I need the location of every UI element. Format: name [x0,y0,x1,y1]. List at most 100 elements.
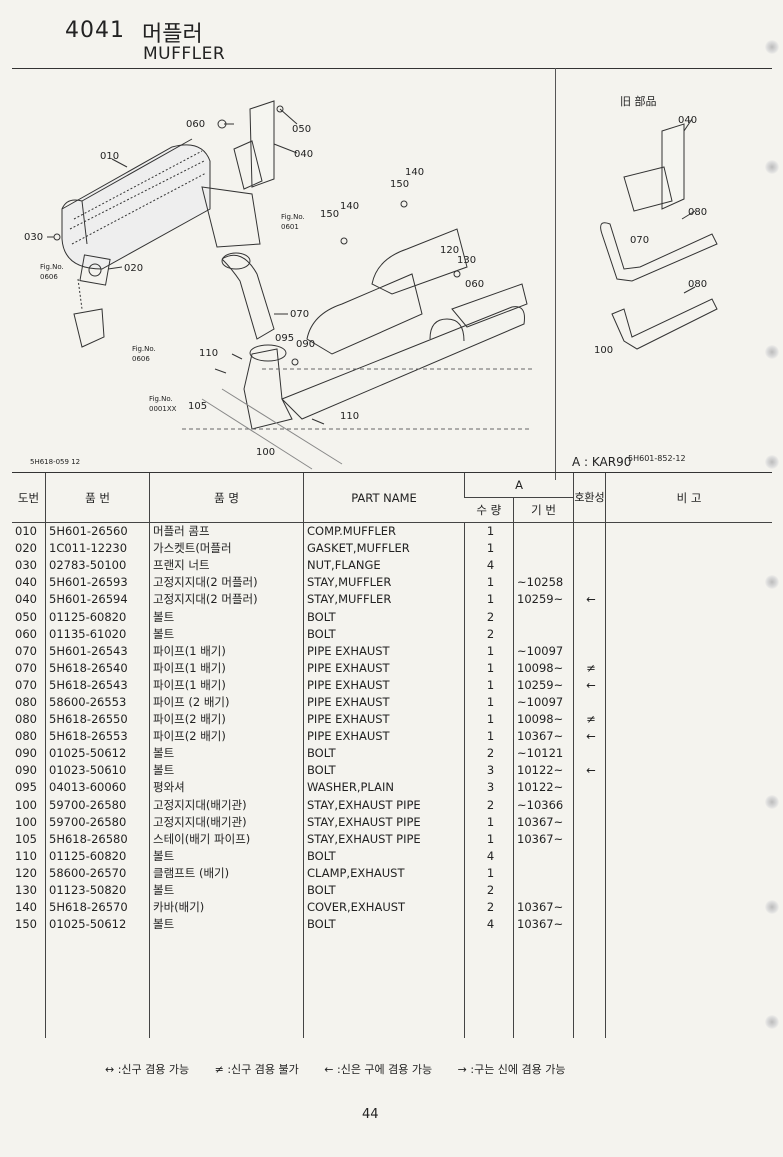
serial-range [513,864,574,882]
quantity: 2 [464,608,514,626]
name-english: BOLT [303,881,465,900]
svg-text:010: 010 [100,151,119,162]
name-english: BOLT [303,608,465,626]
page-number: 44 [362,1107,379,1122]
part-number: 01025-50612 [45,916,150,934]
part-number: 04013-60060 [45,779,150,797]
serial-range [513,625,574,643]
serial-range: 10367~ [513,813,574,831]
note-cell [605,762,772,780]
item-number: 110 [15,848,37,863]
legend-old-new: → :구는 신에 겸용 가능 [457,1063,566,1076]
serial-range [513,522,574,541]
header-note: 비 고 [605,472,772,523]
compat-mark [573,881,606,900]
part-number: 01135-61020 [45,625,150,643]
compat-mark: ← [573,728,606,746]
svg-text:Fig.No.: Fig.No. [281,213,305,221]
serial-range: ~10258 [513,574,574,592]
quantity: 3 [464,762,514,780]
compat-mark [573,625,606,643]
quantity: 1 [464,642,514,660]
name-korean: 파이프(1 배기) [149,659,304,677]
item-number: 080 [15,694,37,709]
compat-mark [573,693,606,712]
compatibility-legend: ↔ :신구 겸용 가능 ≠ :신구 겸용 불가 ← :신은 구에 겸용 가능 →… [105,1061,588,1077]
svg-text:5H618-059 12: 5H618-059 12 [30,458,80,466]
quantity: 2 [464,745,514,763]
name-korean: 볼트 [149,745,304,763]
name-korean: 평와셔 [149,779,304,797]
name-english: BOLT [303,625,465,643]
note-cell [605,916,772,934]
note-cell [605,574,772,592]
compat-mark [573,847,606,865]
part-number: 01125-60820 [45,847,150,865]
quantity: 1 [464,659,514,677]
name-english: WASHER,PLAIN [303,779,465,797]
note-cell [605,608,772,626]
svg-text:080: 080 [688,279,707,290]
serial-range [513,557,574,575]
model-label: A : KAR90 [572,455,632,469]
compat-mark [573,557,606,575]
name-korean: 볼트 [149,608,304,626]
svg-text:020: 020 [124,263,143,274]
note-cell [605,745,772,763]
name-english: PIPE EXHAUST [303,693,465,712]
table-empty-space [12,933,772,1039]
item-number: 060 [15,626,37,641]
part-number: 5H618-26543 [45,676,150,694]
exploded-parts-diagram: 060 050 040 010 150 140 150 140 Fig.No. … [24,94,718,470]
name-english: COMP.MUFFLER [303,522,465,541]
quantity: 1 [464,728,514,746]
compat-mark [573,864,606,882]
serial-range [513,847,574,865]
item-number: 070 [15,677,37,692]
quantity: 1 [464,864,514,882]
quantity: 1 [464,676,514,694]
item-number: 010 [15,524,37,539]
name-korean: 고정지지대(배기관) [149,796,304,814]
svg-text:120: 120 [440,245,459,256]
name-english: PIPE EXHAUST [303,728,465,746]
name-korean: 볼트 [149,847,304,865]
serial-range [513,540,574,558]
header-rule [12,68,772,69]
item-number: 040 [15,575,37,590]
header-part-no: 품 번 [45,472,150,523]
part-number: 58600-26570 [45,864,150,882]
name-korean: 파이프 (2 배기) [149,693,304,712]
svg-text:Fig.No.: Fig.No. [40,263,64,271]
part-number: 02783-50100 [45,557,150,575]
svg-text:030: 030 [24,232,43,243]
part-number: 5H601-26543 [45,642,150,660]
svg-text:070: 070 [630,235,649,246]
note-cell [605,711,772,729]
part-number: 5H618-26540 [45,659,150,677]
svg-text:090: 090 [296,339,315,350]
part-number: 5H618-26550 [45,711,150,729]
name-korean: 파이프(1 배기) [149,642,304,660]
svg-text:110: 110 [340,411,359,422]
note-cell [605,591,772,609]
part-number: 5H618-26570 [45,899,150,917]
name-korean: 고정지지대(배기관) [149,813,304,831]
serial-range: 10367~ [513,728,574,746]
legend-none: ≠ :신구 겸용 불가 [214,1063,299,1076]
note-cell [605,864,772,882]
quantity: 1 [464,522,514,541]
note-cell [605,779,772,797]
quantity: 2 [464,881,514,900]
svg-text:Fig.No.: Fig.No. [132,345,156,353]
svg-text:130: 130 [457,255,476,266]
svg-text:Fig.No.: Fig.No. [149,395,173,403]
